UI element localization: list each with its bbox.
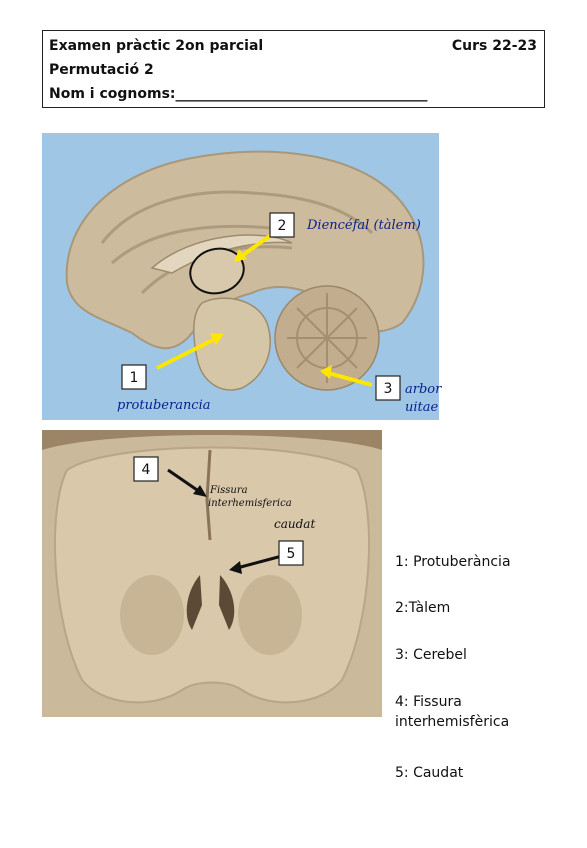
handwritten-caudat: caudat	[274, 517, 315, 531]
answer-5: 5: Caudat	[395, 765, 464, 781]
label-3-number: 3	[384, 381, 393, 397]
course-label: Curs 22-23	[451, 38, 537, 54]
sagittal-brain-photo: 1 2 3	[42, 133, 439, 420]
answer-1: 1: Protuberància	[395, 554, 511, 570]
handwritten-diencefal: Diencéfal (tàlem)	[306, 218, 421, 233]
answer-2: 2:Tàlem	[395, 600, 451, 616]
exam-title: Examen pràctic 2on parcial	[49, 38, 264, 54]
handwritten-protuberancia: protuberancia	[117, 398, 211, 413]
coronal-brain-photo: 4 5 Fissura interhemisferica caudat	[42, 430, 382, 717]
handwritten-interhemisferica: interhemisferica	[208, 498, 292, 509]
handwritten-vitae: uitae	[405, 400, 439, 415]
answer-4-line1: 4: Fissura	[395, 694, 462, 710]
label-5-number: 5	[287, 546, 296, 562]
permutation-label: Permutació 2	[49, 62, 154, 78]
label-2-number: 2	[278, 218, 287, 234]
handwritten-fissura: Fissura	[209, 485, 248, 496]
handwritten-arbor: arbor	[405, 382, 442, 397]
label-4-number: 4	[142, 462, 151, 478]
name-field-label: Nom i cognoms:__________________________…	[49, 86, 428, 102]
answer-4-line2: interhemisfèrica	[395, 714, 510, 730]
label-1-number: 1	[130, 370, 139, 386]
exam-header-box: Examen pràctic 2on parcial Curs 22-23 Pe…	[42, 30, 545, 108]
answer-3: 3: Cerebel	[395, 647, 467, 663]
